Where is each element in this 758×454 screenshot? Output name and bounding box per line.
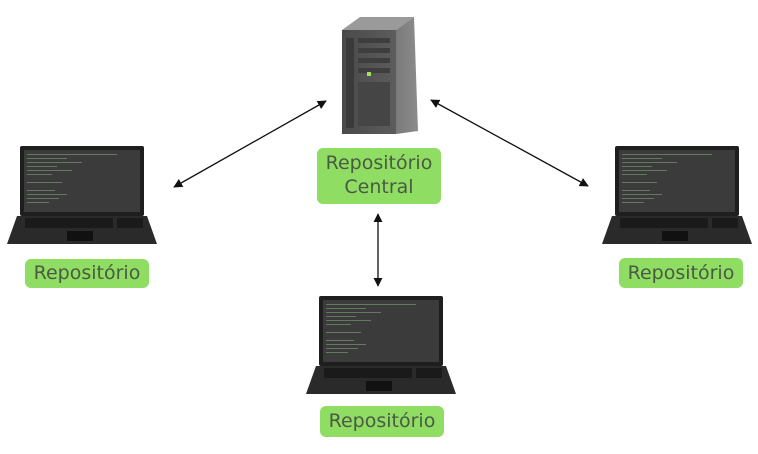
central-repo-label: Repositório Central [317, 148, 441, 204]
right-repo-label: Repositório [619, 258, 743, 288]
bottom-repo-label: Repositório [320, 406, 444, 437]
edge-central-right [430, 99, 589, 187]
bottom-repo-label-text: Repositório [328, 410, 436, 432]
left-repo-label-text: Repositório [33, 262, 141, 284]
edge-central-left [173, 100, 327, 188]
server-icon [342, 17, 418, 134]
laptop-icon-bottom [306, 296, 456, 394]
laptop-icon-right [602, 146, 752, 244]
central-repo-label-line1: Repositório [325, 152, 433, 174]
left-repo-label: Repositório [25, 259, 149, 288]
laptop-icon-left [7, 146, 157, 244]
central-repo-label-line2: Central [344, 176, 414, 198]
right-repo-label-text: Repositório [627, 262, 735, 284]
